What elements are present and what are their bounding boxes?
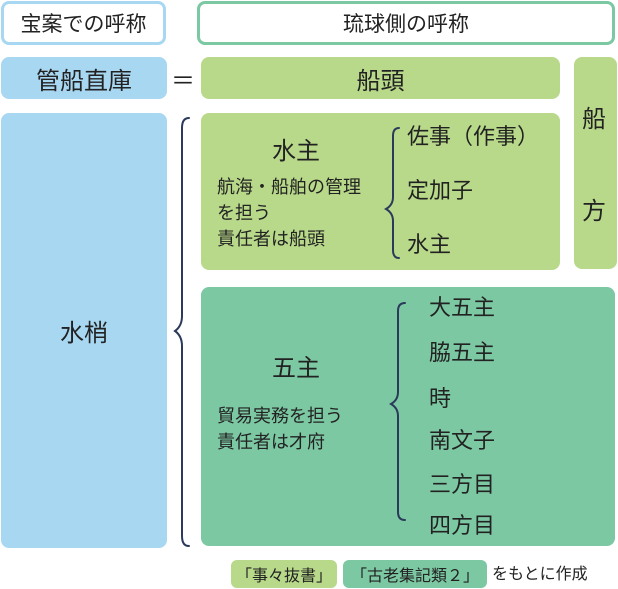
- sendo-box: 船頭: [201, 57, 560, 99]
- gonushi-member: 四方目: [429, 514, 496, 539]
- gonushi-member: 南文子: [429, 429, 496, 454]
- source-ref-1-text: 「事々抜書」: [236, 566, 333, 585]
- gonushi-member: 三方目: [429, 473, 496, 498]
- equal-sign-text: ＝: [171, 66, 195, 95]
- gonushi-group: 五主 貿易実務を担う 責任者は才府 大五主 脇五主 時 南文子 三方目 四方目: [201, 287, 615, 546]
- equal-sign: ＝: [169, 62, 197, 95]
- header-left-label: 宝案での呼称: [20, 12, 147, 36]
- gonushi-member: 大五主: [429, 296, 496, 321]
- gonushi-bracket-icon: [388, 302, 406, 521]
- mizunushi-title: 水主: [272, 137, 320, 165]
- funakata-char-2: 方: [582, 197, 606, 225]
- source-suffix: をもとに作成: [492, 564, 588, 583]
- header-ryukyu-terms: 琉球側の呼称: [197, 1, 615, 45]
- mizukai-label: 水梢: [60, 319, 108, 347]
- sendo-label: 船頭: [356, 66, 405, 95]
- mizunushi-member: 定加子: [407, 179, 474, 204]
- mizunushi-group: 水主 航海・船舶の管理 を担う 責任者は船頭 佐事（作事） 定加子 水主: [201, 113, 560, 270]
- main-bracket-icon: [173, 117, 190, 547]
- kanko-box: 管船直庫: [1, 57, 167, 99]
- source-ref-2-text: 「古老集記類２」: [350, 566, 479, 585]
- source-ref-1: 「事々抜書」: [231, 560, 337, 588]
- mizunushi-bracket-icon: [383, 127, 400, 259]
- gonushi-member: 脇五主: [429, 341, 496, 366]
- header-right-label: 琉球側の呼称: [343, 12, 469, 36]
- gonushi-description: 貿易実務を担う 責任者は才府: [217, 406, 343, 453]
- gonushi-title: 五主: [272, 354, 320, 382]
- funakata-box: 船 方: [574, 57, 617, 269]
- funakata-char-1: 船: [582, 105, 606, 133]
- gonushi-member: 時: [429, 387, 452, 412]
- mizunushi-member: 佐事（作事）: [407, 125, 540, 150]
- header-song-archive-terms: 宝案での呼称: [1, 1, 166, 45]
- source-ref-2: 「古老集記類２」: [343, 560, 487, 588]
- mizukai-box: 水梢: [1, 113, 167, 548]
- mizunushi-member: 水主: [407, 233, 452, 258]
- mizunushi-description: 航海・船舶の管理 を担う 責任者は船頭: [217, 177, 361, 250]
- kanko-label: 管船直庫: [36, 66, 132, 95]
